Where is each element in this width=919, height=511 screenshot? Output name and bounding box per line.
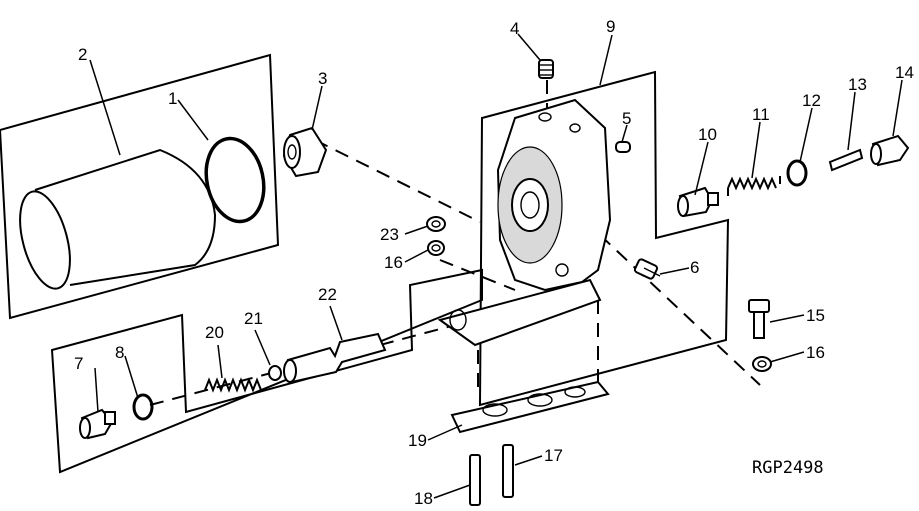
assembly-line (439, 259, 516, 291)
callout-13: 13 (848, 75, 867, 94)
callout-4: 4 (510, 19, 519, 38)
assembly-line (379, 324, 456, 346)
filter-canister (19, 148, 217, 290)
housing-backing-plate (478, 70, 730, 407)
washer (786, 159, 808, 187)
callout-21: 21 (244, 309, 263, 328)
filter-backing-plate (0, 53, 280, 320)
valve-spring (727, 176, 781, 196)
relief-valve (677, 186, 719, 218)
nut (427, 240, 445, 256)
callout-7: 7 (74, 354, 83, 373)
threaded-plug (870, 134, 910, 167)
valve-spool (283, 332, 387, 384)
o-ring (204, 136, 266, 224)
callout-23: 23 (380, 225, 399, 244)
stud (502, 444, 514, 498)
callout-17: 17 (544, 446, 563, 465)
callout-18: 18 (414, 489, 433, 508)
callout-8: 8 (115, 343, 124, 362)
callout-22: 22 (318, 285, 337, 304)
callout-16: 16 (384, 253, 403, 272)
callout-3: 3 (318, 69, 327, 88)
check-ball (268, 365, 282, 381)
gasket (450, 380, 610, 434)
figure-code: RGP2498 (752, 458, 824, 478)
hex-nut (426, 216, 446, 232)
relief-plug (79, 408, 116, 440)
callout-9: 9 (606, 17, 615, 36)
plug (615, 141, 631, 153)
callout-20: 20 (205, 323, 224, 342)
o-ring-small (132, 393, 154, 421)
filter-housing (437, 98, 612, 347)
callout-16: 16 (806, 343, 825, 362)
callout-12: 12 (802, 91, 821, 110)
set-screw (538, 59, 554, 79)
callout-15: 15 (806, 306, 825, 325)
assembly-line (314, 139, 481, 223)
pin (828, 148, 864, 172)
callout-2: 2 (78, 45, 87, 64)
cap-screw (633, 258, 661, 280)
relief-spring (204, 377, 262, 393)
stud (469, 454, 481, 506)
callout-5: 5 (622, 109, 631, 128)
assembly-line (599, 234, 761, 386)
nut (752, 356, 772, 372)
leader-lines (89, 33, 903, 499)
relief-valve-backing-plate (50, 268, 483, 474)
callout-11: 11 (752, 105, 770, 124)
callout-6: 6 (690, 258, 699, 277)
callout-labels: 1 2 3 4 5 6 7 8 9 10 11 12 13 14 15 16 1… (74, 17, 914, 508)
callout-1: 1 (168, 89, 177, 108)
bolt (748, 299, 770, 339)
callout-19: 19 (408, 431, 427, 450)
adapter-fitting (282, 126, 328, 178)
callout-10: 10 (698, 125, 717, 144)
callout-14: 14 (895, 63, 914, 82)
